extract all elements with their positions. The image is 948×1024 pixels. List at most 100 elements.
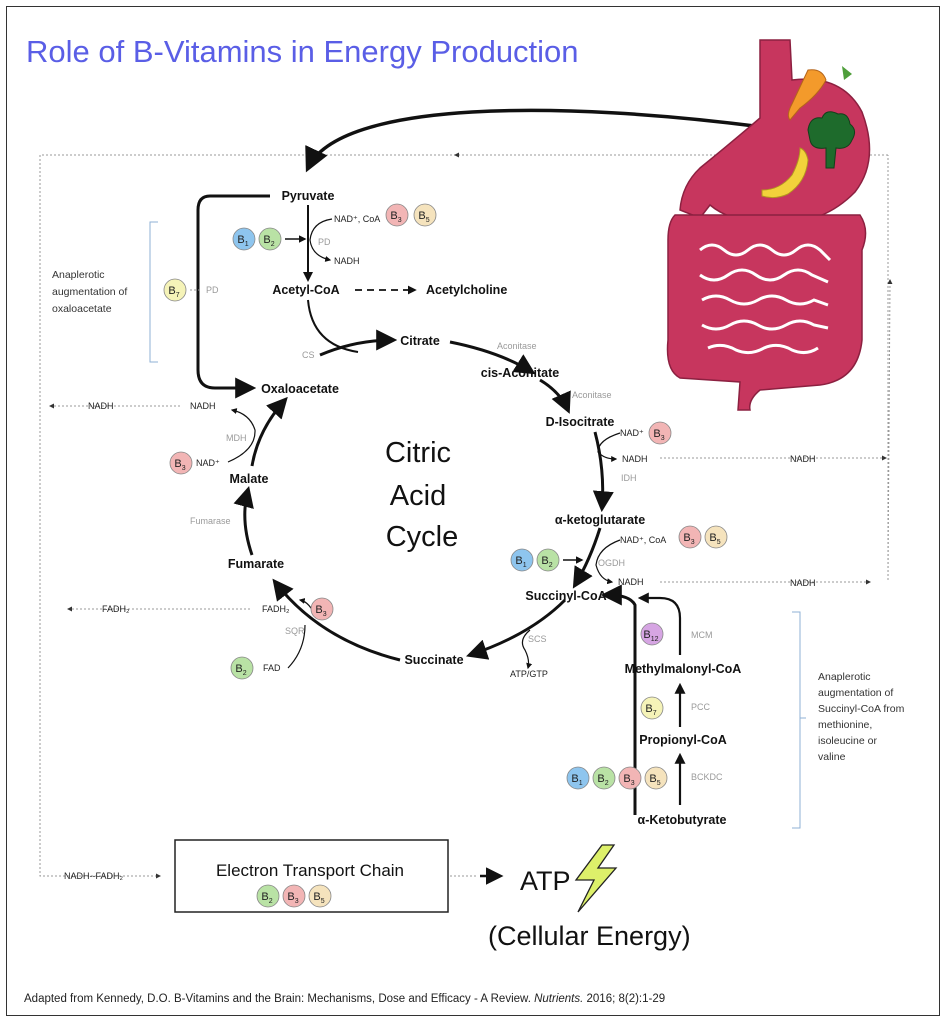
cofactor-nad-coa-top: NAD⁺, CoA <box>334 214 380 224</box>
metabolite-malate: Malate <box>230 472 269 486</box>
center-line-1: Citric <box>385 437 451 469</box>
vitamin-badge-label: B1 <box>515 555 526 569</box>
vitamin-badge-b12: B12 <box>640 622 664 646</box>
vitamin-badge-b3: B3 <box>678 525 702 549</box>
vitamin-badge-b5: B5 <box>308 884 332 908</box>
lightning-icon <box>574 844 618 913</box>
note-right-line-2: augmentation of <box>818 687 893 699</box>
vitamin-badge-label: B3 <box>653 428 664 442</box>
cofactor-nadh-idh: NADH <box>622 454 648 464</box>
cofactor-nad-mdh: NAD⁺ <box>196 458 220 468</box>
cofactor-fadh2: FADH₂ <box>262 604 290 614</box>
citation-prefix: Adapted from Kennedy, D.O. B-Vitamins an… <box>24 993 535 1005</box>
cofactor-nad-coa-ogdh: NAD⁺, CoA <box>620 535 666 545</box>
note-right-line-1: Anaplerotic <box>818 671 871 683</box>
flow-nadh-right-1: NADH <box>790 454 816 464</box>
vitamin-badge-label: B3 <box>315 604 326 618</box>
vitamin-badge-b2: B2 <box>536 548 560 572</box>
note-right-line-5: isoleucine or <box>818 735 877 747</box>
metabolite-pyruvate: Pyruvate <box>282 189 335 203</box>
vitamin-badge-label: B2 <box>541 555 552 569</box>
enzyme-pcc: PCC <box>691 702 711 712</box>
vitamin-badge-b1: B1 <box>510 548 534 572</box>
enzyme-pd-top: PD <box>318 237 331 247</box>
enzyme-aconitase-1: Aconitase <box>497 341 537 351</box>
right-bracket <box>792 611 801 829</box>
vitamin-badge-b7: B7 <box>640 696 664 720</box>
cofactor-arrows <box>227 408 621 670</box>
vitamin-badge-b2: B2 <box>230 656 254 680</box>
center-line-3: Cycle <box>386 521 459 553</box>
metabolite-acetyl-coa: Acetyl-CoA <box>272 283 339 297</box>
flow-fadh2-left: FADH₂ <box>102 604 130 614</box>
note-left-line-2: augmentation of <box>52 286 127 298</box>
enzyme-mcm: MCM <box>691 630 713 640</box>
note-right-line-4: methionine, <box>818 719 872 731</box>
cycle-arrows <box>233 329 637 815</box>
citation-suffix: 2016; 8(2):1-29 <box>583 993 666 1005</box>
vitamin-badge-label: B7 <box>168 285 179 299</box>
vitamin-badge-label: B5 <box>418 210 429 224</box>
vitamin-badge-b1: B1 <box>566 766 590 790</box>
enzyme-mdh: MDH <box>226 433 247 443</box>
note-right-line-3: Succinyl-CoA from <box>818 703 905 715</box>
vitamin-badge-b5: B5 <box>704 525 728 549</box>
page-title: Role of B-Vitamins in Energy Production <box>26 34 579 69</box>
vitamin-badge-b2: B2 <box>258 227 282 251</box>
enzyme-ogdh: OGDH <box>598 558 625 568</box>
vitamin-badge-b2: B2 <box>592 766 616 790</box>
metabolite-fumarate: Fumarate <box>228 557 284 571</box>
cofactor-fad: FAD <box>263 663 281 673</box>
cofactor-nadh-mdh: NADH <box>190 401 216 411</box>
vitamin-badge-label: B3 <box>623 773 634 787</box>
metabolite-acetylcholine: Acetylcholine <box>426 283 507 297</box>
vitamin-badge-label: B12 <box>643 629 658 643</box>
vitamin-badge-label: B2 <box>263 234 274 248</box>
flow-nadh-right-2: NADH <box>790 578 816 588</box>
vitamin-badge-b2: B2 <box>256 884 280 908</box>
vitamin-badge-b1: B1 <box>232 227 256 251</box>
vitamin-badge-label: B3 <box>287 891 298 905</box>
atp-label: ATP <box>520 866 571 896</box>
vitamin-badge-label: B5 <box>649 773 660 787</box>
metabolite-oxaloacetate: Oxaloacetate <box>261 382 339 396</box>
center-line-2: Acid <box>390 480 446 512</box>
flow-etc-input: NADH--FADH₂ <box>64 871 123 881</box>
vitamin-badge-label: B5 <box>313 891 324 905</box>
digestion-arrow <box>305 108 771 173</box>
cofactor-nadh-ogdh: NADH <box>618 577 644 587</box>
vitamin-badge-b7: B7 <box>163 278 187 302</box>
citation: Adapted from Kennedy, D.O. B-Vitamins an… <box>24 993 665 1005</box>
enzyme-scs: SCS <box>528 634 547 644</box>
metabolite-propionyl-coa: Propionyl-CoA <box>639 733 727 747</box>
anaplerotic-arrows <box>637 592 686 805</box>
vitamin-badge-b3: B3 <box>310 597 334 621</box>
vitamin-badge-label: B2 <box>235 663 246 677</box>
vitamin-badge-b3: B3 <box>648 421 672 445</box>
vitamin-badge-b3: B3 <box>169 451 193 475</box>
cofactor-nadh-top: NADH <box>334 256 360 266</box>
metabolite-succinyl-coa: Succinyl-CoA <box>525 589 606 603</box>
vitamin-badge-label: B2 <box>261 891 272 905</box>
vitamin-badge-label: B2 <box>597 773 608 787</box>
enzyme-pd-left: PD <box>206 285 219 295</box>
vitamin-badge-label: B1 <box>237 234 248 248</box>
vitamin-badge-label: B3 <box>174 458 185 472</box>
enzyme-idh: IDH <box>621 473 637 483</box>
metabolite-a-ketobutyrate: α-Ketobutyrate <box>638 813 727 827</box>
enzyme-cs: CS <box>302 350 315 360</box>
metabolite-cis-aconitate: cis-Aconitate <box>481 366 560 380</box>
enzyme-aconitase-2: Aconitase <box>572 390 612 400</box>
metabolite-succinate: Succinate <box>404 653 463 667</box>
enzyme-sqr: SQR <box>285 626 305 636</box>
vitamin-badge-b5: B5 <box>413 203 437 227</box>
metabolite-d-isocitrate: D-Isocitrate <box>546 415 615 429</box>
cofactor-nad-idh: NAD⁺ <box>620 428 644 438</box>
etc-label: Electron Transport Chain <box>216 861 404 880</box>
vitamin-badge-label: B3 <box>683 532 694 546</box>
vitamin-badge-b3: B3 <box>618 766 642 790</box>
note-right-line-6: valine <box>818 751 846 763</box>
vitamin-badge-b5: B5 <box>644 766 668 790</box>
